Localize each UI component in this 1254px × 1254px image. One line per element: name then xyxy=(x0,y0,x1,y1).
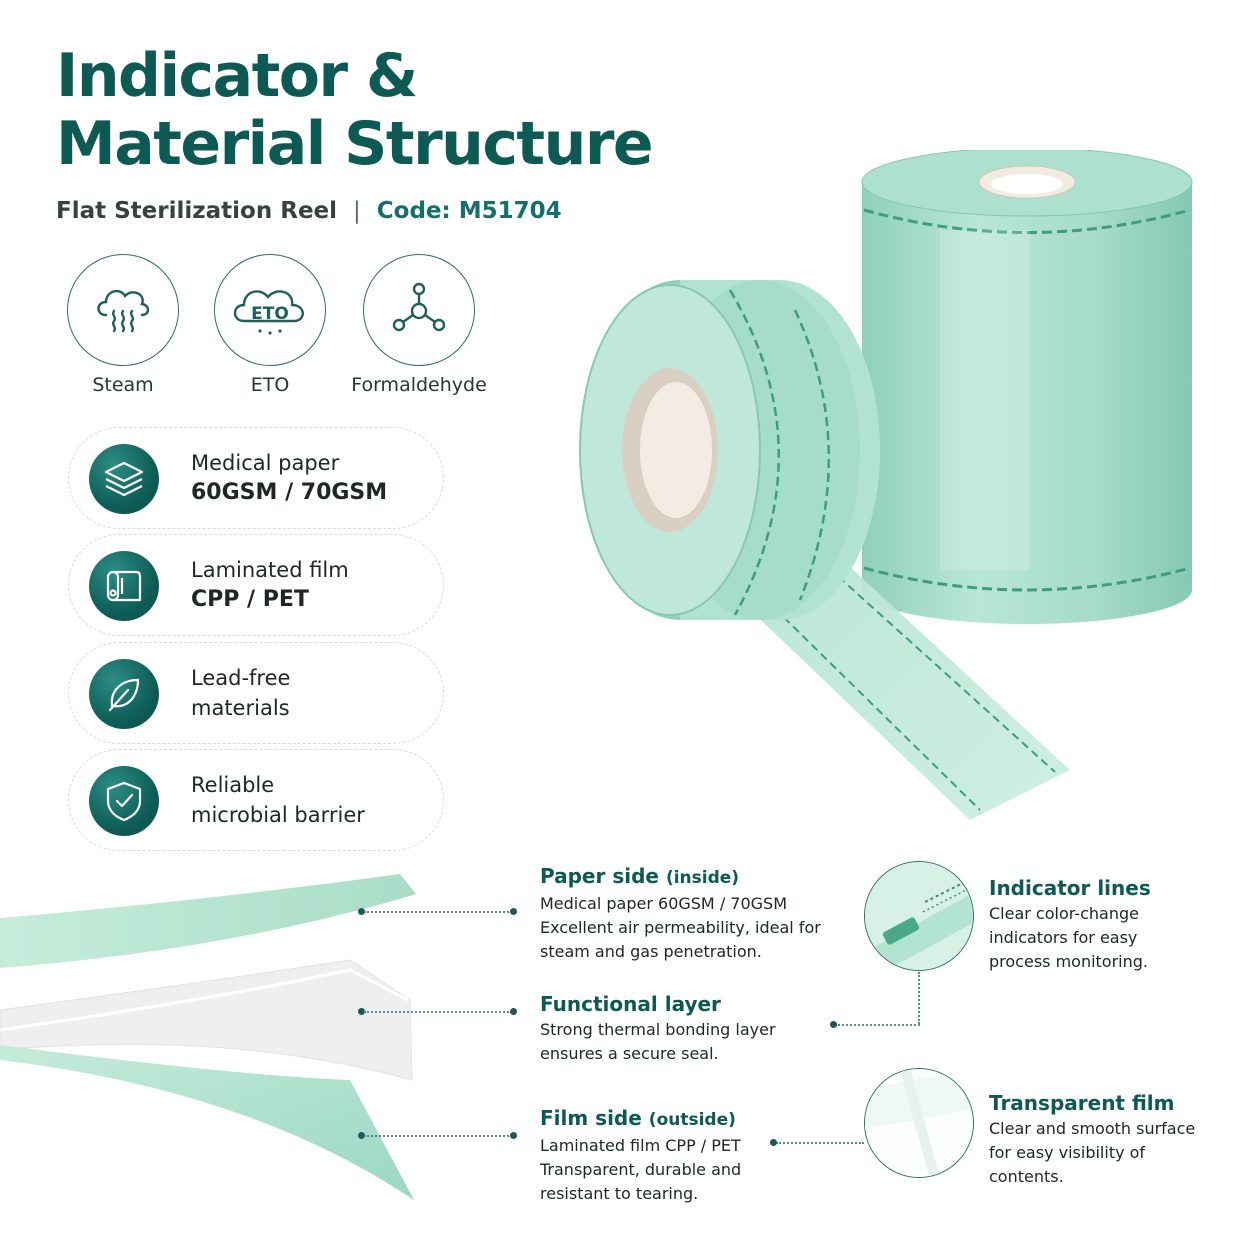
transparent-film-zoom xyxy=(864,1068,974,1178)
sterilization-reels-image xyxy=(579,150,1193,820)
connector-dot xyxy=(358,1132,365,1139)
desc-line: for easy visibility of xyxy=(989,1143,1146,1162)
leaf-icon xyxy=(89,659,159,729)
connector-line xyxy=(776,1142,864,1144)
film-side-description: Film side (outside) Laminated film CPP /… xyxy=(540,1104,741,1206)
desc-line: Clear and smooth surface xyxy=(989,1119,1196,1138)
material-layers-image xyxy=(0,874,416,1200)
indicator-lines-zoom xyxy=(864,861,974,971)
feature-line-1: Laminated film xyxy=(191,558,349,582)
desc-line: steam and gas penetration. xyxy=(540,942,762,961)
film-side-note: (outside) xyxy=(648,1110,736,1130)
feature-line-2: CPP / PET xyxy=(191,587,309,612)
method-formaldehyde: Formaldehyde xyxy=(344,254,494,396)
transparent-film-title: Transparent film xyxy=(989,1091,1175,1115)
desc-line: ensures a secure seal. xyxy=(540,1044,719,1063)
feature-medical-paper: Medical paper 60GSM / 70GSM xyxy=(68,427,444,529)
layers-icon xyxy=(89,444,159,514)
molecule-icon xyxy=(363,254,475,366)
film-roll-icon xyxy=(89,551,159,621)
eto-icon-text: ETO xyxy=(251,304,289,324)
method-steam: Steam xyxy=(48,254,198,396)
title-line-2: Material Structure xyxy=(56,109,654,179)
product-name: Flat Sterilization Reel xyxy=(56,198,338,224)
feature-line-1: Medical paper xyxy=(191,451,340,475)
transparent-film-description: Transparent film Clear and smooth surfac… xyxy=(989,1089,1195,1189)
film-side-title: Film side xyxy=(540,1106,642,1130)
product-subtitle: Flat Sterilization Reel | Code: M51704 xyxy=(56,198,562,224)
feature-lead-free: Lead-free materials xyxy=(68,642,444,744)
feature-line-2: microbial barrier xyxy=(191,803,365,827)
connector-line xyxy=(364,911,512,913)
connector-line xyxy=(364,1011,512,1013)
functional-layer-title: Functional layer xyxy=(540,992,721,1016)
desc-line: Strong thermal bonding layer xyxy=(540,1020,776,1039)
feature-laminated-film: Laminated film CPP / PET xyxy=(68,534,444,636)
desc-line: Excellent air permeability, ideal for xyxy=(540,918,821,937)
desc-line: Laminated film CPP / PET xyxy=(540,1136,741,1155)
subtitle-separator: | xyxy=(353,198,361,224)
feature-line-2: materials xyxy=(191,696,290,720)
desc-line: resistant to tearing. xyxy=(540,1184,699,1203)
method-eto: ETO ETO xyxy=(195,254,345,396)
desc-line: indicators for easy xyxy=(989,928,1138,947)
method-label: ETO xyxy=(250,374,290,396)
desc-line: Transparent, durable and xyxy=(540,1160,742,1179)
connector-dot xyxy=(510,1132,517,1139)
connector-line xyxy=(834,1024,920,1026)
functional-layer-description: Functional layer Strong thermal bonding … xyxy=(540,990,776,1066)
feature-line-2: 60GSM / 70GSM xyxy=(191,480,388,505)
method-label: Formaldehyde xyxy=(351,374,487,396)
connector-dot xyxy=(830,1021,837,1028)
feature-line-1: Reliable xyxy=(191,773,275,797)
desc-line: Medical paper 60GSM / 70GSM xyxy=(540,894,788,913)
connector-dot xyxy=(510,908,517,915)
connector-dot xyxy=(358,908,365,915)
page-title: Indicator & Material Structure xyxy=(56,41,654,179)
connector-dot xyxy=(510,1008,517,1015)
feature-line-1: Lead-free xyxy=(191,666,291,690)
indicator-lines-title: Indicator lines xyxy=(989,876,1151,900)
title-line-1: Indicator & xyxy=(56,41,418,111)
connector-dot xyxy=(358,1008,365,1015)
indicator-lines-description: Indicator lines Clear color-change indic… xyxy=(989,874,1151,974)
method-label: Steam xyxy=(92,374,154,396)
desc-line: Clear color-change xyxy=(989,904,1139,923)
connector-line xyxy=(918,972,920,1024)
paper-side-description: Paper side (inside) Medical paper 60GSM … xyxy=(540,862,821,964)
connector-dot xyxy=(770,1139,777,1146)
connector-line xyxy=(364,1135,512,1137)
feature-microbial-barrier: Reliable microbial barrier xyxy=(68,749,444,851)
steam-cloud-icon xyxy=(67,254,179,366)
paper-side-note: (inside) xyxy=(665,868,740,888)
product-code: Code: M51704 xyxy=(376,198,562,224)
shield-check-icon xyxy=(89,766,159,836)
desc-line: process monitoring. xyxy=(989,952,1148,971)
eto-cloud-icon: ETO xyxy=(214,254,326,366)
paper-side-title: Paper side xyxy=(540,864,659,888)
desc-line: contents. xyxy=(989,1167,1064,1186)
